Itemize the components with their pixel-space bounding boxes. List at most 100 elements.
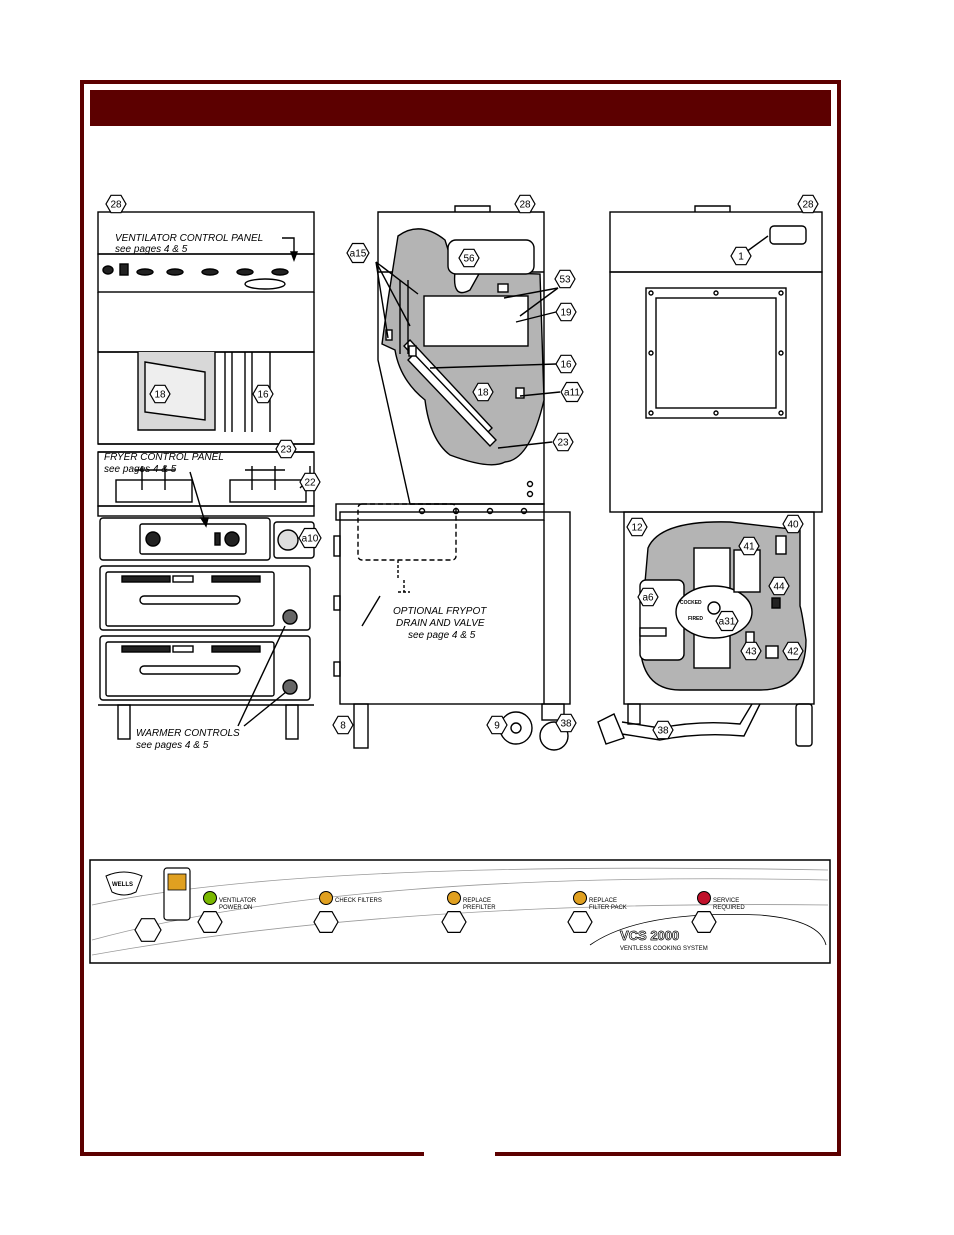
indicator-light [203, 891, 217, 905]
callout-side-view-c19: 19 [555, 302, 577, 322]
drain-label-2: DRAIN AND VALVE [396, 618, 485, 629]
svg-text:16: 16 [257, 390, 269, 401]
callout-rear-view-c44: 44 [768, 576, 790, 596]
model-label: VCS 2000 [620, 928, 679, 943]
rear-filter-window [655, 297, 777, 409]
rear-relay [733, 549, 761, 593]
svg-text:28: 28 [802, 200, 814, 211]
drain-label-1: OPTIONAL FRYPOT [393, 606, 487, 617]
frame-left [80, 80, 84, 1156]
frame-top [80, 80, 841, 84]
side-view [333, 205, 571, 751]
indicator-label-2: REQUIRED [713, 905, 745, 911]
svg-text:53: 53 [559, 275, 571, 286]
callout-side-view-c16: 16 [555, 354, 577, 374]
vent-panel-label: VENTILATOR CONTROL PANEL [115, 233, 263, 244]
callout-rear-view-c41: 41 [738, 536, 760, 556]
svg-text:28: 28 [110, 200, 122, 211]
callout-rear-view-c38: 38 [652, 720, 674, 740]
rear-upper-panel [609, 271, 823, 513]
rear-lower-panel [623, 511, 815, 705]
svg-text:8: 8 [340, 721, 346, 732]
callout-front-view-c22: 22 [299, 472, 321, 492]
frame-bottom-right [495, 1152, 841, 1156]
callout-rear-view-c1: 1 [730, 246, 752, 266]
svg-text:1: 1 [738, 252, 744, 263]
indicator-light [447, 891, 461, 905]
brand-label: WELLS [112, 882, 133, 888]
model-sub-label: VENTLESS COOKING SYSTEM [620, 946, 708, 952]
fryer-basket-left [115, 479, 193, 503]
fryer-basket-right [229, 479, 307, 503]
callout-side-view-a11: a11 [560, 381, 584, 403]
indicator-label-2: PREFILTER [463, 905, 496, 911]
warmer-ref: see pages 4 & 5 [136, 740, 209, 751]
callout-side-view-c23: 23 [552, 432, 574, 452]
rear-filter-frame [645, 287, 787, 419]
front-vent-panel [97, 253, 315, 293]
warmer-drawer-bottom [99, 635, 311, 701]
svg-text:a15: a15 [350, 249, 367, 260]
callout-front-view-c16: 16 [252, 384, 274, 404]
svg-text:42: 42 [787, 647, 799, 658]
svg-text:41: 41 [743, 542, 755, 553]
indicator-label-1: REPLACE [589, 898, 617, 904]
indicator-label-2: POWER ON [219, 905, 252, 911]
warmer-label: WARMER CONTROLS [136, 728, 240, 739]
callout-side-view-c9: 9 [486, 715, 508, 735]
indicator-label-1: VENTILATOR [219, 898, 257, 904]
callout-side-view-a15: a15 [346, 242, 370, 264]
svg-text:12: 12 [631, 523, 643, 534]
power-switch-callout [134, 918, 162, 942]
svg-text:44: 44 [773, 582, 785, 593]
frame-bottom-left [80, 1152, 424, 1156]
indicator-label-2: FILTER PACK [589, 905, 627, 911]
fryer-panel-label: FRYER CONTROL PANEL [104, 452, 224, 463]
svg-text:22: 22 [304, 478, 316, 489]
cocked-label: COCKED [680, 600, 702, 606]
svg-text:43: 43 [745, 647, 757, 658]
rear-view [597, 205, 823, 747]
fryer-panel-ref: see pages 4 & 5 [104, 464, 177, 475]
callout-rear-view-c42: 42 [782, 641, 804, 661]
prefilter [144, 361, 206, 421]
svg-text:28: 28 [519, 200, 531, 211]
indicator-light [697, 891, 711, 905]
rear-top [609, 211, 823, 273]
callout-front-view-c8: 8 [332, 715, 354, 735]
svg-text:38: 38 [560, 719, 572, 730]
svg-text:a10: a10 [302, 534, 319, 545]
callout-side-view-c38: 38 [555, 713, 577, 733]
svg-text:38: 38 [657, 726, 669, 737]
callout-side-view-c53: 53 [554, 269, 576, 289]
svg-text:a31: a31 [719, 617, 736, 628]
callout-rear-view-c40: 40 [782, 514, 804, 534]
callout-front-view-a10: a10 [298, 527, 322, 549]
callout-front-view-c23: 23 [275, 439, 297, 459]
indicator-label-1: SERVICE [713, 898, 739, 904]
title-bar [90, 90, 831, 126]
front-upper-cabinet [97, 292, 315, 353]
callout-rear-view-a6: a6 [637, 587, 659, 607]
callout-rear-view-c43: 43 [740, 641, 762, 661]
svg-text:9: 9 [494, 721, 500, 732]
frame-right [837, 80, 841, 1156]
fryer-rim [97, 505, 315, 517]
fired-label: FIRED [688, 616, 703, 622]
svg-text:18: 18 [154, 390, 166, 401]
drain-ref: see page 4 & 5 [408, 630, 476, 641]
vent-panel-ref: see pages 4 & 5 [115, 244, 188, 255]
filter-pack [423, 295, 529, 347]
svg-text:16: 16 [560, 360, 572, 371]
svg-text:56: 56 [463, 254, 475, 265]
warmer-drawer-top [99, 565, 311, 631]
fryer-control-panel [99, 517, 271, 561]
svg-text:23: 23 [557, 438, 569, 449]
callout-rear-view-c28: 28 [797, 194, 819, 214]
indicator-2: CHECK FILTERS [313, 891, 382, 934]
svg-text:a11: a11 [564, 388, 580, 399]
